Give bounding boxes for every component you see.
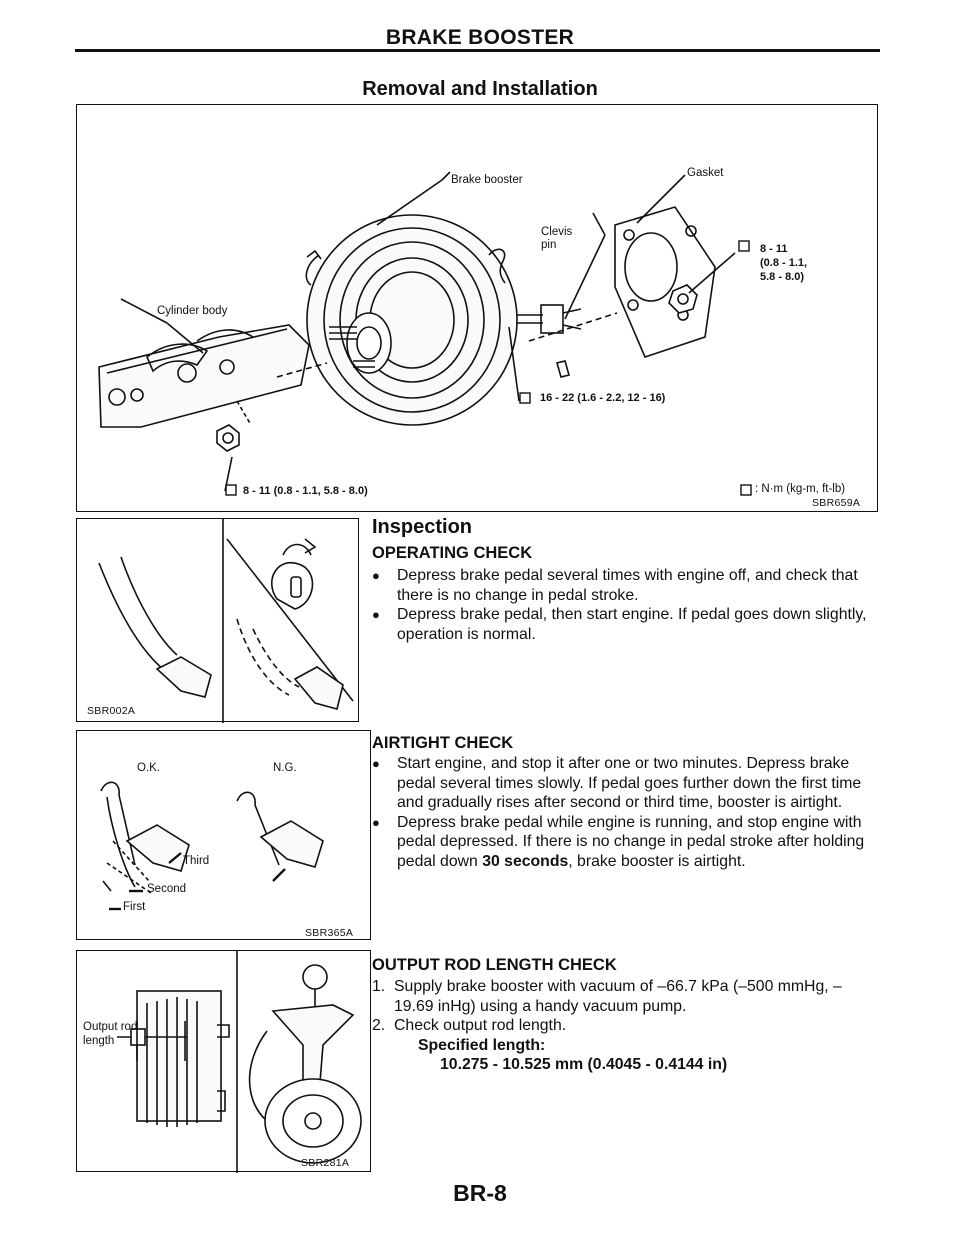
airtight-check-list: Start engine, and stop it after one or t… <box>372 754 874 871</box>
airtight-item-2: Depress brake pedal while engine is runn… <box>372 813 874 872</box>
figure-code-sbr002a: SBR002A <box>87 705 136 717</box>
operating-check-heading: OPERATING CHECK <box>372 544 533 562</box>
torque-gasket-nut-l1: 8 - 11 <box>760 243 788 255</box>
torque-unit-legend: : N·m (kg-m, ft-lb) <box>755 483 846 495</box>
page-number: BR-8 <box>453 1180 507 1206</box>
spec-label: Specified length: <box>418 1036 546 1054</box>
label-gasket: Gasket <box>687 167 724 179</box>
airtight-item-2-end: , brake booster is airtight. <box>568 852 746 870</box>
airtight-item-1: Start engine, and stop it after one or t… <box>372 754 874 813</box>
figure-code-sbr281a: SBR281A <box>301 1157 350 1169</box>
brake-booster-illustration <box>98 171 752 496</box>
output-rod-illustration <box>117 951 362 1173</box>
torque-gasket-nut-l3: 5.8 - 8.0) <box>760 271 805 283</box>
torque-gasket-nut-l2: (0.8 - 1.1, <box>760 257 808 269</box>
operating-item-2: Depress brake pedal, then start engine. … <box>372 605 874 644</box>
operating-check-list: Depress brake pedal several times with e… <box>372 566 874 644</box>
label-length: length <box>83 1035 115 1047</box>
inspection-heading: Inspection <box>372 516 473 538</box>
page-subtitle: Removal and Installation <box>362 78 598 100</box>
airtight-item-2-text: Depress brake pedal while engine is runn… <box>397 813 865 870</box>
figure-airtight-check: O.K. N.G. Third Second First SBR365A <box>76 730 371 940</box>
step-1-text: Supply brake booster with vacuum of –66.… <box>394 978 842 1015</box>
title-rule <box>75 49 880 52</box>
output-rod-steps: 1. Supply brake booster with vacuum of –6… <box>372 977 874 1075</box>
airtight-duration: 30 seconds <box>482 852 569 870</box>
figure-removal-installation: Brake booster Gasket Clevis pin Cylinder… <box>76 104 878 512</box>
airtight-illustration <box>100 781 324 911</box>
label-output-rod: Output rod <box>83 1021 138 1033</box>
output-rod-step-2: 2. Check output rod length. <box>372 1016 874 1036</box>
step-2-text: Check output rod length. <box>394 1017 567 1034</box>
step-2-number: 2. <box>372 1017 386 1034</box>
label-ok: O.K. <box>137 762 161 774</box>
airtight-check-heading: AIRTIGHT CHECK <box>372 734 514 752</box>
step-1-number: 1. <box>372 978 386 995</box>
label-third: Third <box>183 855 210 867</box>
label-brake-booster: Brake booster <box>451 174 523 186</box>
label-cylinder-body: Cylinder body <box>157 305 228 317</box>
pedal-illustration <box>98 519 354 723</box>
label-first: First <box>123 901 146 913</box>
label-ng: N.G. <box>273 762 297 774</box>
operating-item-1: Depress brake pedal several times with e… <box>372 566 874 605</box>
label-clevis-pin: Clevis pin <box>541 226 573 251</box>
torque-booster-nut: 16 - 22 (1.6 - 2.2, 12 - 16) <box>540 392 666 404</box>
spec-value: 10.275 - 10.525 mm (0.4045 - 0.4144 in) <box>440 1056 728 1073</box>
figure-output-rod: Output rod length SBR281A <box>76 950 371 1173</box>
figure-pedal-check: SBR002A <box>76 518 359 723</box>
output-rod-step-1: 1. Supply brake booster with vacuum of –6… <box>372 977 874 1016</box>
label-second: Second <box>147 883 187 895</box>
figure-code-sbr365a: SBR365A <box>305 927 354 939</box>
output-rod-heading: OUTPUT ROD LENGTH CHECK <box>372 956 617 974</box>
figure-code-sbr659a: SBR659A <box>812 497 861 509</box>
section-title: BRAKE BOOSTER <box>385 26 575 49</box>
torque-cylinder-nut: 8 - 11 (0.8 - 1.1, 5.8 - 8.0) <box>243 485 368 497</box>
